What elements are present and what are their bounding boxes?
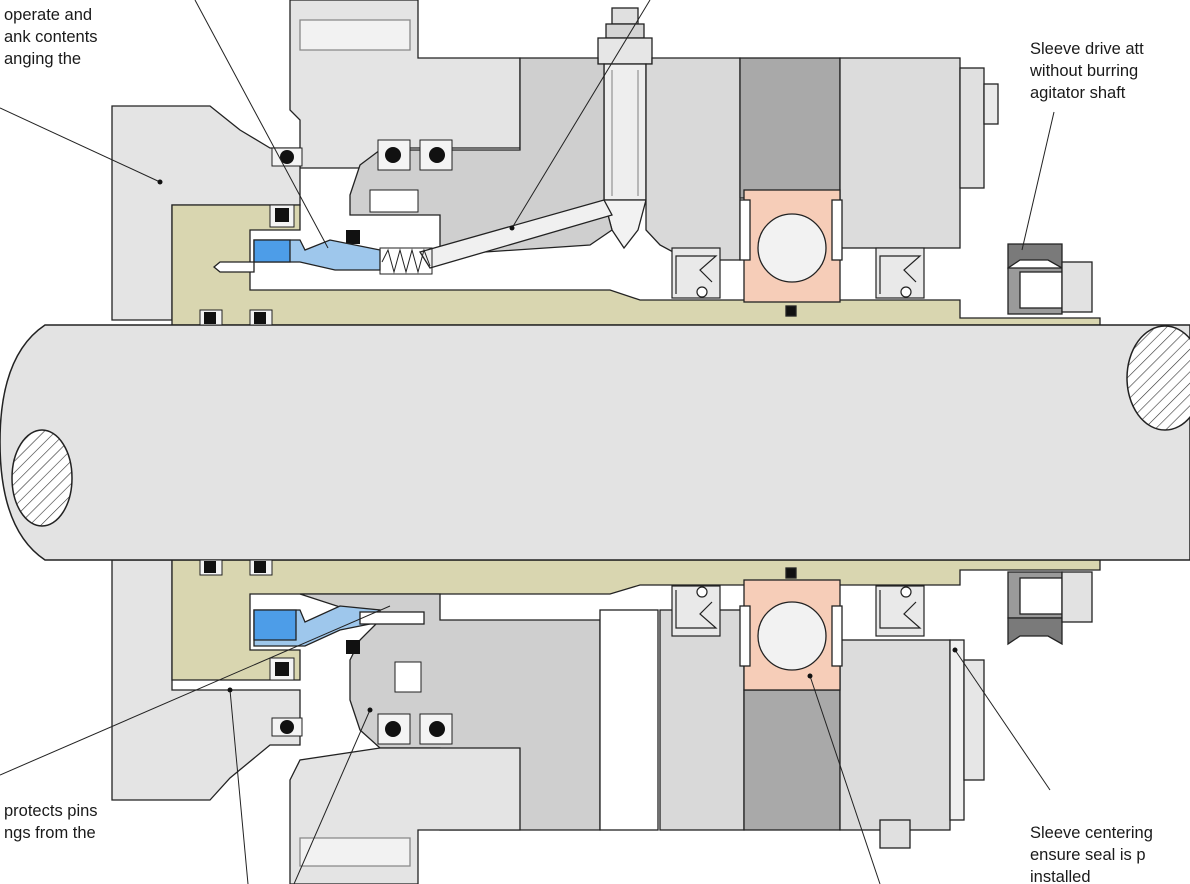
lower-seal-face: [253, 605, 425, 647]
label-bottom-right-line-1: Sleeve centering: [1030, 824, 1153, 842]
spring-icon: [379, 247, 433, 275]
lower-drive-collar: [1007, 571, 1093, 646]
upper-spring-channel: [418, 199, 613, 269]
upper-mounting-flange: [289, 0, 521, 169]
oring-icon: [429, 721, 445, 737]
upper-lip-seal-left: [671, 247, 721, 299]
lower-mounting-flange: [289, 747, 521, 884]
oring-icon: [280, 720, 294, 734]
leader-dots: [157, 179, 958, 713]
lower-lip-seal-left: [671, 585, 721, 637]
oring-icon: [204, 561, 216, 573]
label-top-right-line-2: without burring: [1030, 62, 1139, 80]
oring-icon: [204, 312, 216, 324]
label-bottom-left-line-2: ngs from the: [4, 824, 96, 842]
oring-icon: [385, 721, 401, 737]
lower-bolt: [879, 639, 985, 849]
oring-icon: [254, 312, 266, 324]
agitator-shaft: [0, 324, 1190, 561]
label-top-right-line-1: Sleeve drive att: [1030, 40, 1144, 58]
oring-icon: [346, 640, 360, 654]
label-bottom-right-line-3: installed: [1030, 868, 1091, 884]
shaft-end-hatching-right: [1126, 325, 1190, 431]
grease-fitting-icon: [597, 7, 653, 250]
oring-icon: [385, 147, 401, 163]
oring-icon: [429, 147, 445, 163]
label-top-left-line-3: anging the: [4, 50, 82, 68]
lower-housing-orings: [377, 661, 453, 745]
label-top-left-line-1: operate and: [4, 6, 93, 24]
label-bottom-left-line-1: protects pins: [4, 802, 98, 820]
leader-lines: [0, 0, 1055, 884]
label-bottom-right-line-2: ensure seal is p: [1030, 846, 1146, 864]
sleeve-orings-upper: [199, 147, 360, 326]
upper-seal-face: [212, 239, 381, 273]
shaft-end-hatching-left: [11, 429, 73, 527]
upper-lip-seal-right: [875, 247, 925, 299]
oring-icon: [254, 561, 266, 573]
oring-icon: [275, 208, 289, 222]
sleeve-orings-lower: [199, 559, 360, 737]
label-top-left-line-2: ank contents: [4, 28, 98, 46]
upper-drive-collar: [1007, 243, 1093, 315]
oring-icon: [280, 150, 294, 164]
label-top-right-line-3: agitator shaft: [1030, 84, 1126, 102]
upper-housing-orings: [369, 139, 453, 213]
ball-bearing-icon: [739, 567, 843, 691]
lower-lip-seal-right: [875, 585, 925, 637]
oring-icon: [275, 662, 289, 676]
oring-icon: [346, 230, 360, 244]
ball-bearing-icon: [739, 189, 843, 317]
